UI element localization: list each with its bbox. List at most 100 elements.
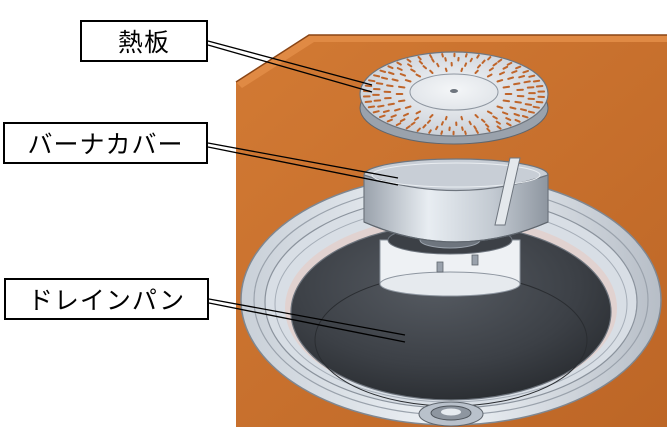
hot-plate-slot [386, 118, 393, 123]
hot-plate-slot [464, 62, 468, 67]
hot-plate-slot [399, 118, 406, 123]
label-burner-cover-text: バーナカバー [27, 130, 184, 159]
hot-plate-slot [474, 69, 479, 74]
hot-plate-slot [488, 67, 494, 72]
label-hot-plate-text: 熱板 [117, 28, 170, 57]
hot-plate-slot [407, 63, 413, 68]
leader-cover-2 [207, 146, 399, 186]
hot-plate-slot [464, 53, 468, 58]
leader-hotplate-2 [207, 44, 373, 93]
hot-plate-slot [523, 80, 531, 84]
hot-plate-slot [486, 73, 493, 78]
hot-plate-slot [403, 112, 409, 117]
hot-plate-slot [390, 114, 397, 118]
hot-plate-slot [372, 110, 380, 114]
leader-cover [207, 142, 399, 179]
leader-hotplate [207, 40, 373, 86]
hot-plate-slot [387, 65, 394, 70]
hot-plate-slot [379, 69, 387, 73]
hot-plate-slot [436, 62, 440, 68]
hot-plate-slot [496, 105, 504, 109]
hot-plate-slot [381, 76, 388, 80]
hot-plate-slot [502, 85, 510, 89]
label-drain-pan-text: ドレインパン [27, 286, 186, 315]
hot-plate-slot [417, 55, 422, 61]
hot-plate-slot [506, 122, 512, 127]
hot-plate-slot [486, 110, 493, 115]
hot-plate-slot [416, 127, 421, 132]
hot-plate-slot [404, 105, 412, 109]
hot-plate-slot [520, 108, 527, 112]
hot-plate-slot [502, 65, 509, 70]
hot-plate-slot [524, 103, 533, 106]
hot-plate-slot [496, 125, 502, 130]
hot-plate-slot [414, 116, 420, 121]
hot-plate-slot [484, 123, 490, 128]
hot-plate-slot [521, 115, 529, 119]
hot-plate-slot [460, 115, 464, 121]
hot-plate-slot [395, 122, 402, 127]
hot-plate-slot [515, 65, 522, 70]
hot-plate-slot [396, 61, 402, 66]
hot-plate-slot [477, 64, 482, 69]
hot-plate-slot [435, 125, 439, 131]
hot-plate-slot [444, 115, 448, 121]
hot-plate-slot [410, 121, 416, 126]
hot-plate-slot [492, 62, 498, 67]
hot-plate-slot [368, 79, 376, 83]
hot-plate-slot [404, 79, 412, 83]
hot-plate-slot [522, 69, 529, 74]
hot-plate-slot [513, 113, 520, 117]
hot-plate-slot [387, 102, 395, 106]
hot-plate-slot [473, 125, 477, 130]
drain-pan [240, 174, 662, 427]
hot-plate-slot [415, 110, 422, 115]
hot-plate-slot [474, 114, 479, 119]
hot-plate-slot [398, 99, 406, 103]
hot-plate-slot [431, 58, 435, 63]
label-hot-plate: 熱板 [80, 20, 208, 62]
hot-plate-slot [429, 114, 434, 119]
hot-plate-slot [405, 125, 411, 130]
hot-plate-slot [486, 127, 491, 133]
hot-plate-slot [440, 130, 444, 135]
hot-plate-slot [428, 129, 432, 134]
hot-plate-slot [511, 70, 518, 74]
hot-plate-slot [429, 69, 434, 74]
leader-drain [208, 298, 406, 336]
hot-plate-slot [444, 57, 447, 62]
hot-plate-slot [386, 84, 394, 88]
hot-plate-slot [481, 118, 486, 123]
hot-plate-slot [364, 84, 373, 88]
hot-plate-slot [422, 124, 427, 129]
label-burner-cover: バーナカバー [3, 122, 208, 164]
hot-plate-slot [399, 73, 406, 77]
hot-plate [359, 51, 549, 145]
hot-plate-slot [535, 100, 544, 104]
hot-plate-slot [373, 74, 381, 78]
hot-plate-slot [422, 65, 427, 70]
hot-plate-slot [415, 73, 422, 78]
hot-plate-slot [495, 120, 501, 125]
hot-plate-slot [429, 54, 433, 59]
label-drain-pan: ドレインパン [4, 278, 209, 320]
hot-plate-slot [377, 104, 385, 108]
hot-plate-slot [514, 118, 521, 123]
hot-plate-slot [527, 110, 535, 114]
hot-plate-slot [410, 68, 416, 73]
hot-plate-slot [464, 130, 467, 135]
hot-plate-slot [379, 114, 386, 119]
hot-plate-slot [507, 76, 514, 80]
hot-plate-slot [406, 58, 412, 63]
hot-plate-slot [418, 60, 424, 65]
hot-plate-slot [499, 71, 505, 76]
burner-cover [363, 157, 549, 273]
hot-plate-slot [514, 100, 522, 104]
hot-plate-slot [497, 58, 503, 63]
hot-plate-slot [502, 99, 510, 103]
hot-plate-slot [460, 67, 464, 73]
hot-plate-slot [492, 115, 498, 120]
hot-plate-slot [513, 82, 521, 86]
hot-plate-slot [382, 109, 390, 113]
